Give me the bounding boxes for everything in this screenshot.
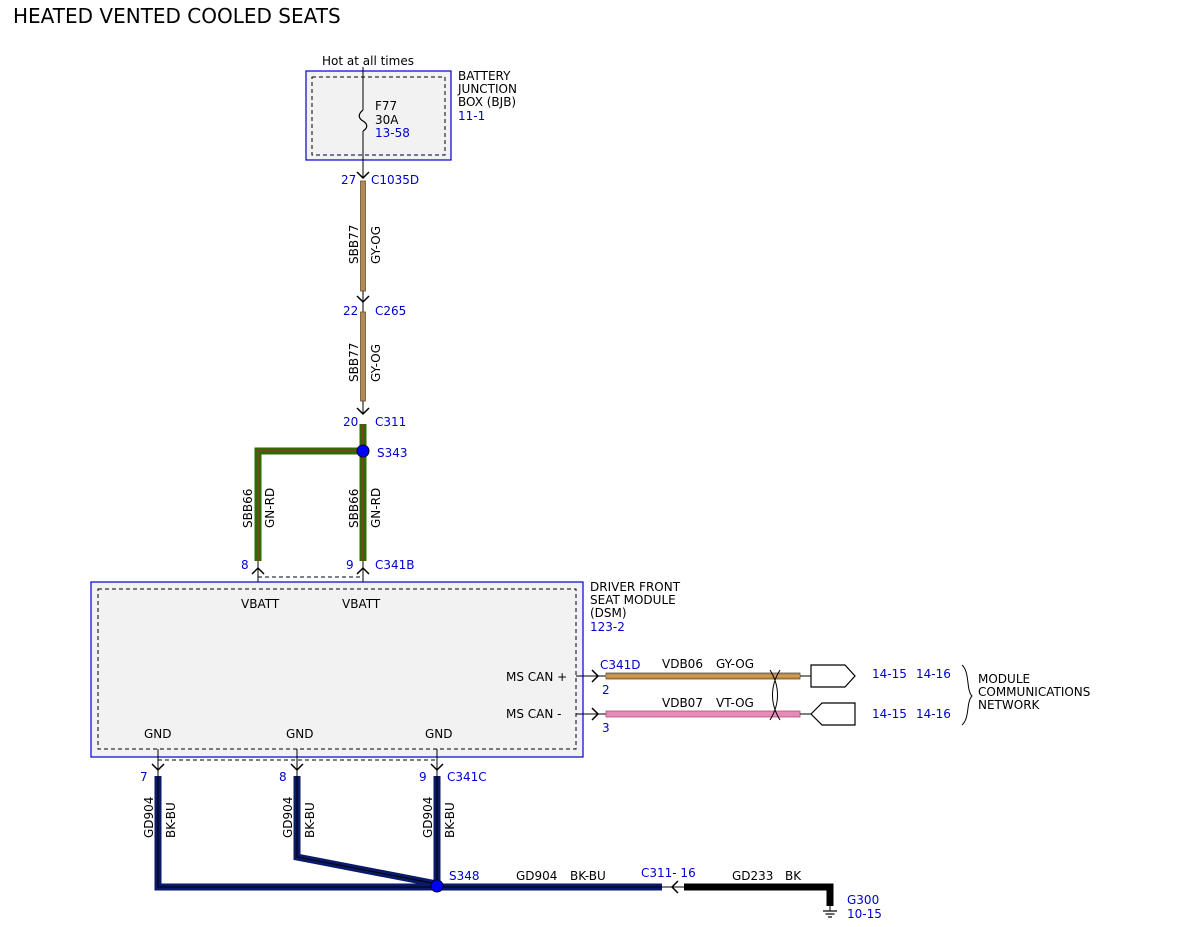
network-ref-top-2[interactable]: 14-16 bbox=[916, 667, 951, 681]
c341b-name[interactable]: C341B bbox=[375, 558, 415, 572]
wire-vdb06-circuit: VDB06 bbox=[662, 657, 703, 671]
fuse-id: F77 bbox=[375, 99, 397, 113]
wire-gd904-1-color: BK-BU bbox=[164, 802, 178, 838]
c341b-pin-right: 9 bbox=[346, 558, 354, 572]
bjb-name-line-2: JUNCTION bbox=[457, 82, 517, 96]
network-bracket-icon bbox=[961, 664, 973, 726]
wire-gd904-3-color: BK-BU bbox=[443, 802, 457, 838]
c265-pin: 22 bbox=[343, 304, 358, 318]
diagram-title: HEATED VENTED COOLED SEATS bbox=[13, 4, 341, 28]
bjb-box[interactable] bbox=[305, 70, 452, 161]
c341c-pin-3: 9 bbox=[419, 770, 427, 784]
c341c-name[interactable]: C341C bbox=[447, 770, 487, 784]
bjb-inner-box bbox=[311, 76, 446, 156]
dsm-gnd-2: GND bbox=[286, 727, 314, 741]
wire-gd904-main-color: BK-BU bbox=[570, 869, 606, 883]
network-ref-bottom-2[interactable]: 14-16 bbox=[916, 707, 951, 721]
wire-sbb66-left-circuit: SBB66 bbox=[241, 489, 255, 528]
dsm-name-line-2: SEAT MODULE bbox=[590, 593, 676, 607]
wire-sbb77-a[interactable] bbox=[360, 180, 366, 292]
splice-s348-dot[interactable] bbox=[430, 879, 444, 893]
wire-sbb66-right-color: GN-RD bbox=[369, 488, 383, 528]
ground-id[interactable]: G300 bbox=[847, 893, 879, 907]
dsm-vbatt-right: VBATT bbox=[342, 597, 381, 611]
wire-gd904-main-circuit: GD904 bbox=[516, 869, 557, 883]
dsm-ms-can-plus: MS CAN + bbox=[506, 670, 567, 684]
c341b-left-arrow-icon bbox=[251, 566, 265, 575]
network-ref-bottom-1[interactable]: 14-15 bbox=[872, 707, 907, 721]
dsm-name-line-1: DRIVER FRONT bbox=[590, 580, 681, 594]
dsm-vbatt-left: VBATT bbox=[241, 597, 280, 611]
dsm-name-line-3: (DSM) bbox=[590, 606, 627, 620]
can-minus-arrow-icon bbox=[591, 707, 600, 721]
wire-vdb07-color: VT-OG bbox=[716, 696, 754, 710]
can-plus-offpage-icon[interactable] bbox=[810, 664, 856, 688]
wire-gd904-3-circuit: GD904 bbox=[421, 797, 435, 838]
can-plus-arrow-icon bbox=[591, 669, 600, 683]
wire-sbb77-b[interactable] bbox=[360, 311, 366, 402]
wire-gd904-1-circuit: GD904 bbox=[142, 797, 156, 838]
wire-gd904-2-circuit: GD904 bbox=[281, 797, 295, 838]
wire-sbb77-a-color: GY-OG bbox=[369, 226, 383, 264]
dsm-module-box[interactable] bbox=[90, 581, 584, 758]
c1035d-name[interactable]: C1035D bbox=[371, 173, 419, 187]
c311-name[interactable]: C311 bbox=[375, 415, 406, 429]
c341c-arrow-2-icon bbox=[290, 763, 304, 772]
wire-sbb66-left-color: GN-RD bbox=[263, 488, 277, 528]
wire-vdb06-color: GY-OG bbox=[716, 657, 754, 671]
dsm-ref[interactable]: 123-2 bbox=[590, 620, 625, 634]
dsm-gnd-1: GND bbox=[144, 727, 172, 741]
c311-arrow-icon bbox=[356, 407, 370, 416]
splice-s343-label[interactable]: S343 bbox=[377, 446, 408, 460]
wire-gd233[interactable] bbox=[684, 883, 834, 906]
c341c-pin-2: 8 bbox=[279, 770, 287, 784]
c265-name[interactable]: C265 bbox=[375, 304, 406, 318]
c311-pin: 20 bbox=[343, 415, 358, 429]
ground-ref[interactable]: 10-15 bbox=[847, 907, 882, 921]
wire-gd904-2-color: BK-BU bbox=[303, 802, 317, 838]
wire-sbb66-right-circuit: SBB66 bbox=[347, 489, 361, 528]
fuse-rating: 30A bbox=[375, 113, 399, 127]
twisted-pair-icon bbox=[769, 669, 781, 721]
c341c-pin-1: 7 bbox=[140, 770, 148, 784]
bjb-name-line-3: BOX (BJB) bbox=[458, 95, 516, 109]
c1035d-pin: 27 bbox=[341, 173, 356, 187]
network-name-line-3: NETWORK bbox=[978, 698, 1041, 712]
c1035d-arrow-icon bbox=[356, 171, 370, 180]
c341d-pin-top: 2 bbox=[602, 683, 610, 697]
bjb-ref[interactable]: 11-1 bbox=[458, 109, 485, 123]
splice-s348-label[interactable]: S348 bbox=[449, 869, 480, 883]
dsm-ms-can-minus: MS CAN - bbox=[506, 707, 562, 721]
network-ref-top-1[interactable]: 14-15 bbox=[872, 667, 907, 681]
wire-sbb77-b-circuit: SBB77 bbox=[347, 343, 361, 382]
c311-16-name[interactable]: C311- 16 bbox=[641, 866, 696, 880]
wire-vdb07-circuit: VDB07 bbox=[662, 696, 703, 710]
dsm-inner-box bbox=[97, 588, 577, 750]
c311-16-arrow-icon bbox=[670, 880, 679, 894]
wire-sbb77-a-circuit: SBB77 bbox=[347, 225, 361, 264]
c341d-name[interactable]: C341D bbox=[600, 658, 641, 672]
c341b-right-arrow-icon bbox=[356, 566, 370, 575]
c341b-pin-left: 8 bbox=[241, 558, 249, 572]
splice-s343-dot[interactable] bbox=[356, 444, 370, 458]
c341c-arrow-3-icon bbox=[430, 763, 444, 772]
c341c-arrow-1-icon bbox=[151, 763, 165, 772]
can-minus-offpage-icon[interactable] bbox=[810, 702, 856, 726]
wire-vdb07[interactable] bbox=[605, 710, 801, 718]
network-name-line-1: MODULE bbox=[978, 672, 1030, 686]
wire-sbb77-b-color: GY-OG bbox=[369, 344, 383, 382]
hot-at-all-times-label: Hot at all times bbox=[322, 54, 414, 68]
fuse-ref[interactable]: 13-58 bbox=[375, 126, 410, 140]
wire-gd233-color: BK bbox=[785, 869, 802, 883]
network-name-line-2: COMMUNICATIONS bbox=[978, 685, 1090, 699]
fuse-f77-icon[interactable] bbox=[358, 109, 368, 132]
c341d-pin-bottom: 3 bbox=[602, 721, 610, 735]
dsm-gnd-3: GND bbox=[425, 727, 453, 741]
wire-gd233-circuit: GD233 bbox=[732, 869, 773, 883]
bjb-name-line-1: BATTERY bbox=[458, 69, 511, 83]
